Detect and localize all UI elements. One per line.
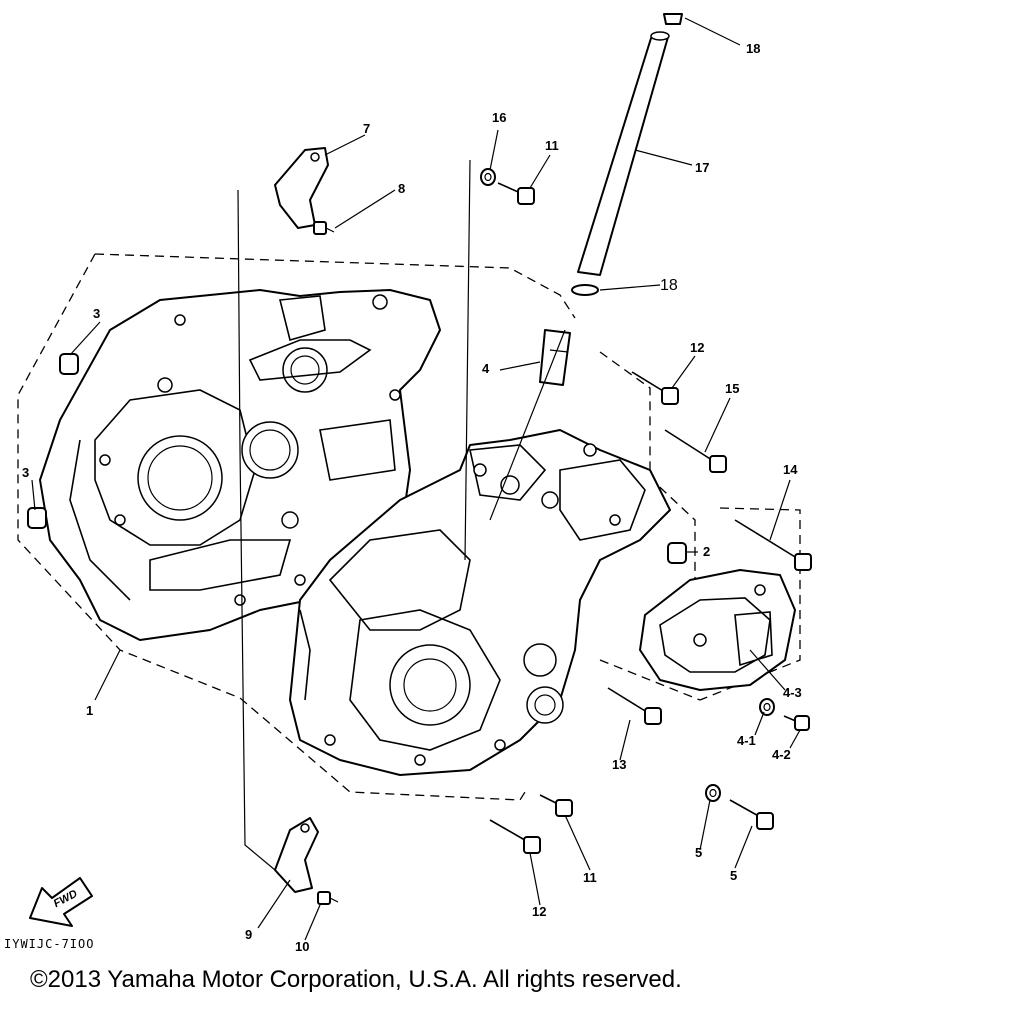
bolt-13 — [607, 687, 662, 725]
callout-2: 2 — [703, 544, 710, 559]
hose-clip-18-top — [663, 13, 683, 25]
callout-16: 16 — [492, 110, 506, 125]
dowel-pin-3-upper — [59, 353, 79, 375]
callout-5-left: 5 — [695, 845, 702, 860]
dowel-pin-2 — [667, 542, 687, 564]
bolt-15 — [664, 429, 727, 473]
breather-fitting-4 — [539, 329, 571, 386]
callout-11-upper: 11 — [545, 138, 559, 153]
callout-17: 17 — [695, 160, 709, 175]
stopper-plate-7 — [274, 147, 329, 229]
bolt-4-2 — [783, 715, 810, 731]
washer-16 — [480, 168, 496, 186]
callout-3-lower: 3 — [22, 465, 29, 480]
callout-11-lower: 11 — [583, 870, 597, 885]
screw-10 — [317, 891, 339, 905]
washer-5 — [705, 784, 721, 802]
bolt-12-lower — [489, 819, 541, 854]
crankcase-cover — [639, 569, 796, 691]
callout-4: 4 — [482, 361, 490, 376]
bolt-14 — [734, 519, 812, 571]
leader-lines — [31, 17, 801, 941]
crankcase-right — [289, 429, 671, 776]
copyright-notice: ©2013 Yamaha Motor Corporation, U.S.A. A… — [30, 966, 682, 993]
callout-5-right: 5 — [730, 868, 737, 883]
dowel-pin-3-lower — [27, 507, 47, 529]
bolt-5 — [729, 799, 774, 830]
screw-8 — [313, 221, 335, 235]
bolt-11-upper — [497, 182, 535, 205]
breather-hose-17 — [577, 31, 670, 276]
callouts: 18 17 18 16 11 7 8 3 3 4 12 15 14 2 1 4-… — [22, 41, 802, 954]
callout-13: 13 — [612, 757, 626, 772]
callout-4-3: 4-3 — [783, 685, 802, 700]
washer-4-1 — [759, 698, 775, 716]
bolt-11-lower — [539, 794, 573, 817]
callout-3-upper: 3 — [93, 306, 100, 321]
callout-10: 10 — [295, 939, 309, 954]
callout-15: 15 — [725, 381, 739, 396]
callout-9: 9 — [245, 927, 252, 942]
callout-18-top: 18 — [746, 41, 760, 56]
callout-1: 1 — [86, 703, 93, 718]
callout-7: 7 — [363, 121, 370, 136]
callout-18-lower: 18 — [660, 277, 678, 294]
hose-clip-18-lower — [571, 284, 599, 296]
bolt-12-upper — [631, 371, 679, 405]
callout-8: 8 — [398, 181, 405, 196]
callout-4-2: 4-2 — [772, 747, 791, 762]
callout-14: 14 — [783, 462, 798, 477]
drawing-code: IYWIJC-7IOO — [4, 937, 94, 951]
stopper-plate-9 — [274, 817, 319, 893]
callout-12-upper: 12 — [690, 340, 704, 355]
callout-4-1: 4-1 — [737, 733, 756, 748]
callout-12-lower: 12 — [532, 904, 546, 919]
alignment-lines — [237, 159, 566, 871]
fwd-arrow-icon: FWD — [29, 877, 93, 927]
